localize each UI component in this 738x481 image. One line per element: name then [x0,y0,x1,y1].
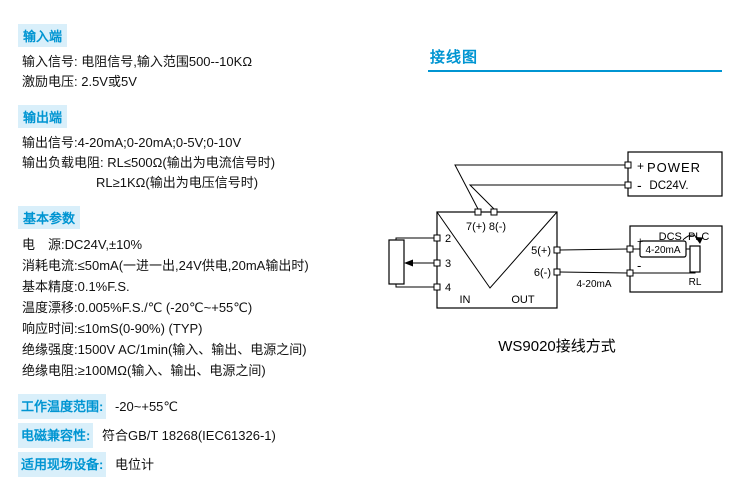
output-section-header: 输出端 [18,105,68,128]
output-wire-label: 4-20mA [576,279,611,290]
isolator-device: 7(+) 8(-) 2 3 4 5(+) 6(-) IN OUT [433,208,561,309]
terminal-5-pad [553,246,561,254]
emc-row: 电磁兼容性: 符合GB/T 18268(IEC61326-1) [18,423,418,448]
wiring-diagram: 7(+) 8(-) 2 3 4 5(+) 6(-) IN OUT + - POW… [388,151,723,355]
power-plus-wire [454,164,625,210]
dcs-plc-box: DCS. PLC + - 4-20mA RL [626,225,723,293]
insulation-resistance-line: 绝缘电阻:≥100MΩ(输入、输出、电源之间) [22,363,266,378]
wiper-arrow-icon [404,259,413,267]
power-minus-pad [624,181,632,189]
power-minus-label: - [637,177,642,193]
dcs-title: DCS. PLC [659,231,710,243]
potentiometer-symbol [388,237,434,288]
dcs-minus-label: - [637,258,641,273]
insulation-strength-line: 绝缘强度:1500V AC/1min(输入、输出、电源之间) [22,342,307,357]
power-supply-line: 电 源:DC24V,±10% [22,237,143,252]
terminal-4-pad [433,283,441,291]
operating-temp-value: -20~+55℃ [114,399,179,414]
output-signal-line: 输出信号:4-20mA;0-20mA;0-5V;0-10V [22,135,242,150]
current-consumption-line: 消耗电流:≤50mA(一进一出,24V供电,20mA输出时) [22,258,309,273]
dcs-plus-pad [626,245,634,253]
output-section: 输出端 输出信号:4-20mA;0-20mA;0-5V;0-10V 输出负载电阻… [18,105,418,193]
power-terminals-label: 7(+) 8(-) [466,221,506,233]
input-section-header: 输入端 [18,24,68,47]
power-plus-label: + [637,159,644,173]
accuracy-line: 基本精度:0.1%F.S. [22,279,130,294]
terminal-2-label: 2 [445,233,451,245]
diagram-caption: WS9020接线方式 [498,338,616,355]
power-minus-wire [468,184,625,210]
terminal-4-label: 4 [445,282,451,294]
excitation-voltage-line: 激励电压: 2.5V或5V [22,74,137,89]
dcs-minus-pad [626,269,634,277]
terminal-6-pad [553,268,561,276]
input-section: 输入端 输入信号: 电阻信号,输入范围500--10KΩ 激励电压: 2.5V或… [18,24,418,92]
basic-params-header: 基本参数 [18,206,81,229]
out-label: OUT [511,294,535,306]
power-plus-pad [624,161,632,169]
load-resistance-line: 输出负载电阻: RL≤500Ω(输出为电流信号时) [22,155,276,170]
terminal-2-pad [433,234,441,242]
power-subtitle: DC24V. [649,180,688,192]
emc-label: 电磁兼容性: [18,423,94,448]
terminal-6-label: 6(-) [534,267,551,279]
output-plus-wire [559,248,628,251]
power-supply-box: + - POWER DC24V. [624,151,723,197]
load-resistor [689,245,701,273]
terminal-5-label: 5(+) [531,245,551,257]
operating-temp-label: 工作温度范围: [18,394,107,419]
field-device-label: 适用现场设备: [18,452,107,477]
input-signal-line: 输入信号: 电阻信号,输入范围500--10KΩ [22,54,253,69]
terminal-3-pad [433,259,441,267]
field-device-value: 电位计 [114,457,154,472]
response-time-line: 响应时间:≤10mS(0-90%) (TYP) [22,321,203,336]
emc-value: 符合GB/T 18268(IEC61326-1) [101,428,276,443]
wiring-section-title: 接线图 [430,49,479,66]
basic-params-section: 基本参数 电 源:DC24V,±10% 消耗电流:≤50mA(一进一出,24V供… [18,206,418,381]
temp-drift-line: 温度漂移:0.005%F.S./℃ (-20℃~+55℃) [22,300,253,315]
in-label: IN [460,294,471,306]
load-resistor-label: RL [689,277,702,288]
operating-temp-row: 工作温度范围: -20~+55℃ [18,394,418,419]
field-device-row: 适用现场设备: 电位计 [18,452,418,477]
spec-column: 输入端 输入信号: 电阻信号,输入范围500--10KΩ 激励电压: 2.5V或… [18,24,418,481]
power-title: POWER [647,160,701,175]
terminal-8 [490,208,498,216]
meter-label: 4-20mA [645,245,680,256]
loop-arrowhead-icon [695,237,703,244]
section-divider [428,70,722,72]
terminal-7 [474,208,482,216]
output-minus-wire [559,271,628,274]
terminal-3-label: 3 [445,258,451,270]
load-resistance-line2: RL≥1KΩ(输出为电压信号时) [96,175,259,190]
